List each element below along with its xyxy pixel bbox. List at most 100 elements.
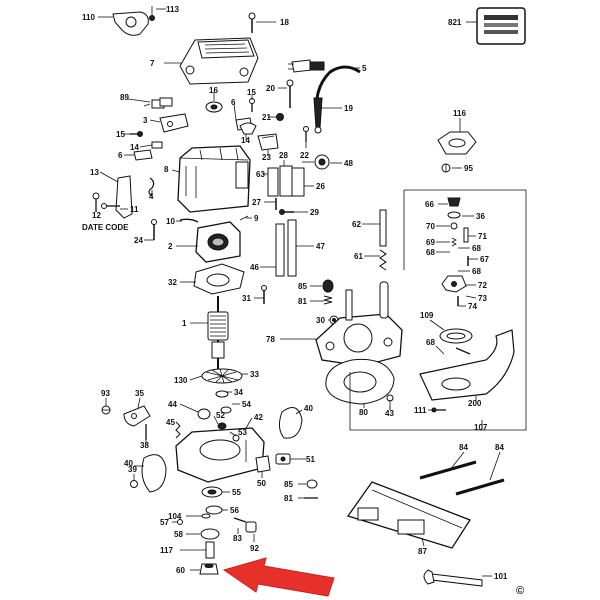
callout-63: 63 bbox=[256, 170, 265, 179]
part-78-base bbox=[315, 281, 403, 367]
callout-38: 38 bbox=[140, 441, 149, 450]
callout-66: 66 bbox=[425, 200, 434, 209]
callout-92: 92 bbox=[250, 544, 259, 553]
part-8-motor-housing bbox=[177, 145, 251, 213]
callout-83: 83 bbox=[233, 534, 242, 543]
part-34-nut bbox=[215, 390, 229, 398]
part-24-screw bbox=[151, 219, 157, 240]
highlight-arrow bbox=[222, 557, 335, 597]
callout-5: 5 bbox=[362, 64, 367, 73]
callout-74: 74 bbox=[468, 302, 477, 311]
callout-47: 47 bbox=[316, 242, 325, 251]
callout-30: 30 bbox=[316, 316, 325, 325]
callout-40-right: 40 bbox=[304, 404, 313, 413]
callout-21: 21 bbox=[262, 113, 271, 122]
callout-1: 1 bbox=[182, 319, 187, 328]
callout-40-left: 40 bbox=[124, 459, 133, 468]
part-45-spring bbox=[175, 421, 181, 439]
callout-12: 12 bbox=[92, 211, 101, 220]
part-23-bracket bbox=[257, 133, 279, 151]
callout-44: 44 bbox=[168, 400, 177, 409]
callout-14-right: 14 bbox=[241, 136, 250, 145]
part-36-washer bbox=[447, 211, 461, 219]
callout-101: 101 bbox=[494, 572, 508, 581]
callout-32: 32 bbox=[168, 278, 177, 287]
callout-84-left: 84 bbox=[459, 443, 468, 452]
callout-70: 70 bbox=[426, 222, 435, 231]
callout-56: 56 bbox=[230, 506, 239, 515]
part-18-screw bbox=[248, 12, 256, 33]
callout-6-left: 6 bbox=[118, 151, 123, 160]
part-11-screw bbox=[101, 203, 120, 209]
part-116-cover bbox=[437, 131, 477, 155]
callout-62: 62 bbox=[352, 220, 361, 229]
callout-2: 2 bbox=[168, 242, 173, 251]
part-110-bracket bbox=[112, 11, 149, 36]
part-28-brush bbox=[279, 165, 293, 197]
callout-labels: 110 113 18 821 7 20 5 89 16 6 15 21 19 1… bbox=[82, 5, 524, 597]
part-87-side-fence bbox=[346, 481, 471, 549]
callout-24: 24 bbox=[134, 236, 143, 245]
part-50-lever bbox=[255, 455, 271, 473]
callout-95: 95 bbox=[464, 164, 473, 173]
callout-52: 52 bbox=[216, 411, 225, 420]
callout-73: 73 bbox=[478, 294, 487, 303]
part-1-armature bbox=[207, 296, 229, 372]
callout-29: 29 bbox=[310, 208, 319, 217]
callout-57: 57 bbox=[160, 518, 169, 527]
part-29-screw bbox=[279, 209, 294, 215]
callout-81-lower: 81 bbox=[284, 494, 293, 503]
callout-60: 60 bbox=[176, 566, 185, 575]
part-56-bearing bbox=[205, 505, 223, 515]
callout-81-top: 81 bbox=[298, 297, 307, 306]
callout-116: 116 bbox=[453, 109, 466, 118]
callout-23: 23 bbox=[262, 153, 271, 162]
callout-58: 58 bbox=[174, 530, 183, 539]
part-44-knob bbox=[197, 408, 211, 420]
part-2-field-stator bbox=[195, 221, 241, 263]
callout-14-left: 14 bbox=[130, 143, 139, 152]
part-821-label-plate bbox=[476, 7, 526, 45]
callout-85-lower: 85 bbox=[284, 480, 293, 489]
callout-110: 110 bbox=[82, 13, 95, 22]
part-19-cord-guard bbox=[313, 97, 323, 134]
callout-67: 67 bbox=[480, 255, 489, 264]
part-42-motor-base bbox=[175, 427, 265, 483]
callout-69: 69 bbox=[426, 238, 435, 247]
callout-42: 42 bbox=[254, 413, 263, 422]
callout-18: 18 bbox=[280, 18, 289, 27]
part-6-spring-left bbox=[133, 149, 153, 161]
part-113-screw bbox=[149, 6, 155, 21]
callout-43: 43 bbox=[385, 409, 394, 418]
part-46-column bbox=[275, 223, 285, 277]
date-code-label: DATE CODE bbox=[82, 223, 129, 232]
part-58-collet bbox=[200, 528, 220, 540]
callout-93: 93 bbox=[101, 389, 110, 398]
part-22-screw bbox=[303, 126, 309, 142]
part-54-washer bbox=[220, 406, 232, 414]
part-3-brush-holder bbox=[159, 113, 189, 133]
leader-lines bbox=[98, 8, 501, 577]
part-16-bearing bbox=[205, 101, 223, 113]
callout-34: 34 bbox=[234, 388, 243, 397]
callout-84-right: 84 bbox=[495, 443, 504, 452]
callout-45: 45 bbox=[166, 418, 175, 427]
part-13-switch-lever bbox=[115, 175, 133, 219]
callout-35: 35 bbox=[135, 389, 144, 398]
part-200-dust-adaptor bbox=[419, 329, 515, 401]
callout-15-top: 15 bbox=[247, 88, 256, 97]
part-26-carbon bbox=[291, 167, 305, 197]
callout-27: 27 bbox=[252, 198, 261, 207]
callout-55: 55 bbox=[232, 488, 241, 497]
part-93-screw bbox=[101, 405, 111, 415]
part-12-screw bbox=[92, 192, 100, 212]
callout-821: 821 bbox=[448, 18, 462, 27]
part-89-brush-set bbox=[143, 97, 173, 109]
callout-54: 54 bbox=[242, 400, 251, 409]
part-80-sub-base bbox=[325, 358, 395, 405]
part-32-fan-baffle bbox=[193, 263, 245, 295]
callout-33: 33 bbox=[250, 370, 259, 379]
callout-61: 61 bbox=[354, 252, 363, 261]
